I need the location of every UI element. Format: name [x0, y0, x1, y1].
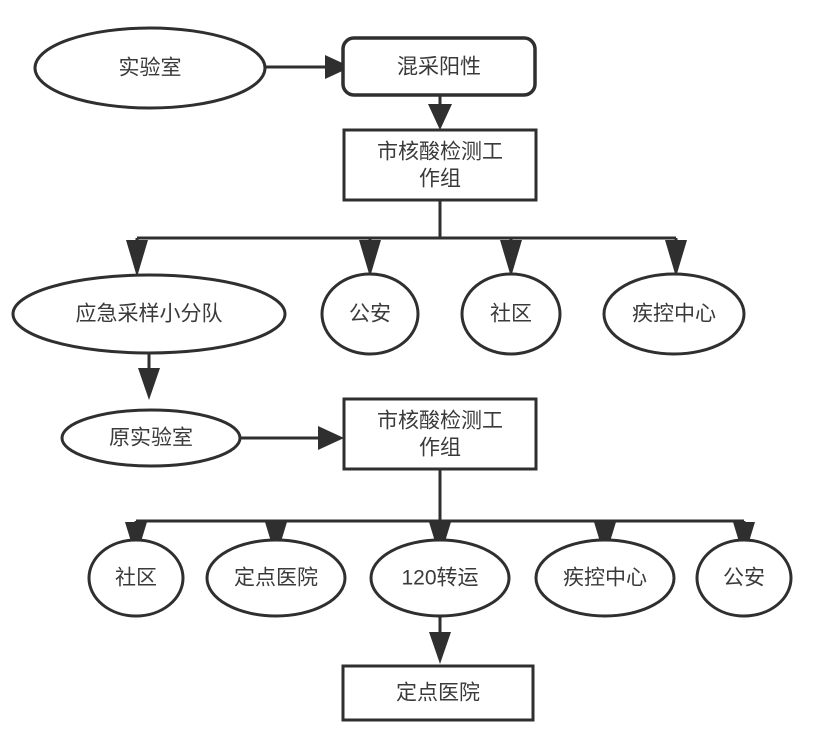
ellipse-shape	[534, 538, 676, 618]
arrow-head-icon	[500, 240, 522, 277]
node-laboratory[interactable]: 实验室	[33, 26, 267, 110]
ellipse-shape	[33, 26, 267, 110]
node-label-emergency-sampling-team: 应急采样小分队	[76, 303, 223, 326]
node-label-pooled-positive: 混采阳性	[397, 56, 481, 79]
arrow-head-icon	[126, 240, 148, 277]
ellipse-shape	[60, 408, 242, 468]
arrow-head-icon	[359, 240, 381, 277]
node-label-public-security-row2: 公安	[349, 303, 391, 326]
node-designated-hospital-final[interactable]: 定点医院	[341, 664, 535, 722]
node-label-city-pcr-workgroup-1-line2: 作组	[419, 168, 461, 191]
arrow-head-icon	[665, 240, 687, 277]
edge-origin-lab-to-workgroup-2	[240, 426, 344, 450]
node-cdc-row3[interactable]: 疾控中心	[534, 538, 676, 618]
node-label-community-row3: 社区	[115, 567, 157, 590]
node-community-row2[interactable]: 社区	[460, 272, 562, 356]
node-origin-laboratory[interactable]: 原实验室	[60, 408, 242, 468]
node-city-pcr-workgroup-1[interactable]: 市核酸检测工 作组	[342, 128, 538, 202]
node-label-designated-hospital-row3: 定点医院	[234, 567, 318, 590]
edge-lab-to-pooled-positive	[265, 55, 351, 79]
node-label-city-pcr-workgroup-2-line2: 作组	[419, 437, 461, 460]
node-label-120-transport: 120转运	[401, 567, 478, 590]
rect-shape	[342, 397, 538, 471]
ellipse-shape	[369, 538, 511, 618]
node-label-city-pcr-workgroup-1-line1: 市核酸检测工	[377, 141, 503, 164]
ellipse-shape	[11, 273, 287, 355]
node-pooled-positive[interactable]: 混采阳性	[341, 36, 537, 97]
node-120-transport[interactable]: 120转运	[369, 538, 511, 618]
node-label-cdc-row3: 疾控中心	[563, 567, 647, 590]
node-public-security-row3[interactable]: 公安	[695, 538, 793, 618]
edge-transport-to-designated-hospital	[429, 616, 451, 664]
arrow-head-icon	[325, 55, 351, 79]
edge-layer	[125, 55, 755, 664]
node-label-designated-hospital-final: 定点医院	[396, 682, 480, 705]
ellipse-shape	[320, 272, 420, 356]
ellipse-shape	[695, 538, 793, 618]
edge-pooled-positive-to-workgroup-1	[428, 95, 452, 130]
node-label-public-security-row3: 公安	[723, 567, 765, 590]
node-label-community-row2: 社区	[490, 303, 532, 326]
rect-shape	[342, 128, 538, 202]
arrow-head-icon	[138, 368, 160, 400]
node-designated-hospital-row3[interactable]: 定点医院	[205, 538, 347, 618]
node-label-laboratory: 实验室	[119, 57, 182, 80]
edge-sampling-team-to-origin-lab	[138, 353, 160, 400]
node-community-row3[interactable]: 社区	[87, 538, 185, 618]
node-emergency-sampling-team[interactable]: 应急采样小分队	[11, 273, 287, 355]
arrow-head-icon	[428, 104, 452, 130]
arrow-head-icon	[429, 632, 451, 664]
node-city-pcr-workgroup-2[interactable]: 市核酸检测工 作组	[342, 397, 538, 471]
arrow-head-icon	[318, 426, 344, 450]
node-cdc-row2[interactable]: 疾控中心	[602, 272, 746, 356]
node-layer: 实验室 混采阳性 市核酸检测工 作组 应急采样小分队 公安	[11, 26, 793, 722]
node-label-city-pcr-workgroup-2-line1: 市核酸检测工	[377, 410, 503, 433]
ellipse-shape	[602, 272, 746, 356]
node-public-security-row2[interactable]: 公安	[320, 272, 420, 356]
node-label-cdc-row2: 疾控中心	[632, 303, 716, 326]
node-label-origin-laboratory: 原实验室	[109, 427, 193, 450]
rounded-rect-shape	[341, 36, 537, 97]
ellipse-shape	[460, 272, 562, 356]
ellipse-shape	[87, 538, 185, 618]
edge-bus-workgroup1	[126, 200, 687, 277]
rect-shape	[341, 664, 535, 722]
ellipse-shape	[205, 538, 347, 618]
